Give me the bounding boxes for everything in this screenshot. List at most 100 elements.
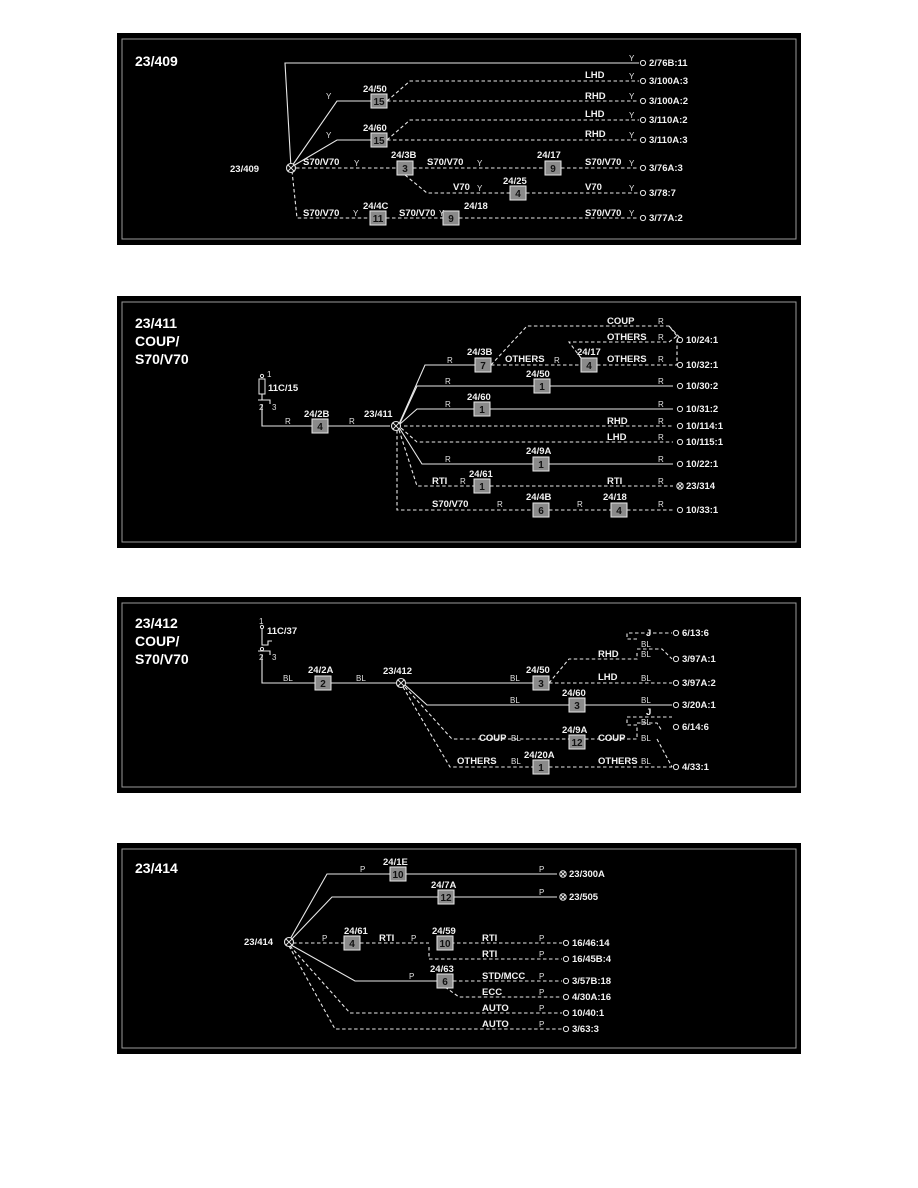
svg-text:11C/15: 11C/15 xyxy=(268,383,299,394)
svg-text:Y: Y xyxy=(629,131,635,140)
svg-text:R: R xyxy=(658,455,664,464)
svg-text:24/61: 24/61 xyxy=(469,469,493,480)
svg-text:4/30A:16: 4/30A:16 xyxy=(572,992,611,1003)
svg-text:Y: Y xyxy=(629,111,635,120)
svg-text:RHD: RHD xyxy=(607,416,628,427)
svg-text:4: 4 xyxy=(349,939,355,950)
svg-text:S70/V70: S70/V70 xyxy=(432,499,468,510)
svg-text:P: P xyxy=(539,1004,544,1013)
svg-text:10: 10 xyxy=(392,870,404,881)
box-24-1E: 24/1E 10 xyxy=(383,857,408,882)
diagram-panel-23-411: 23/411 COUP/ S70/V70 1 11C/15 2 3 23/411… xyxy=(117,296,801,548)
switch-11C-37: 1 11C/37 2 3 xyxy=(258,617,297,662)
svg-text:Y: Y xyxy=(629,72,635,81)
svg-text:24/4B: 24/4B xyxy=(526,492,551,503)
svg-text:10/24:1: 10/24:1 xyxy=(686,335,719,346)
svg-text:BL: BL xyxy=(641,674,651,683)
svg-text:OTHERS: OTHERS xyxy=(457,756,497,767)
svg-text:23/505: 23/505 xyxy=(569,892,599,903)
svg-text:4: 4 xyxy=(515,189,521,200)
svg-text:STD/MCC: STD/MCC xyxy=(482,971,525,982)
svg-text:11: 11 xyxy=(373,214,384,225)
svg-text:10/22:1: 10/22:1 xyxy=(686,459,719,470)
svg-text:4/33:1: 4/33:1 xyxy=(682,762,710,773)
svg-text:V70: V70 xyxy=(585,182,602,193)
svg-text:BL: BL xyxy=(511,734,521,743)
svg-text:10/115:1: 10/115:1 xyxy=(686,437,724,448)
svg-text:6/13:6: 6/13:6 xyxy=(682,628,709,639)
box-24-61: 24/61 1 xyxy=(469,469,493,494)
svg-text:BL: BL xyxy=(641,640,651,649)
svg-text:10/32:1: 10/32:1 xyxy=(686,360,719,371)
svg-text:24/4C: 24/4C xyxy=(363,201,388,212)
svg-text:R: R xyxy=(577,500,583,509)
svg-text:10/40:1: 10/40:1 xyxy=(572,1008,605,1019)
svg-text:P: P xyxy=(539,988,544,997)
box-24-3B: 24/3B 3 xyxy=(391,150,416,176)
svg-text:S70/V70: S70/V70 xyxy=(585,157,621,168)
box-24-4C: 24/4C 11 xyxy=(363,201,388,226)
svg-text:BL: BL xyxy=(511,757,521,766)
svg-text:LHD: LHD xyxy=(585,70,605,81)
svg-text:Y: Y xyxy=(477,159,483,168)
svg-text:Y: Y xyxy=(629,184,635,193)
svg-text:R: R xyxy=(460,477,466,486)
svg-text:24/7A: 24/7A xyxy=(431,880,456,891)
svg-text:V70: V70 xyxy=(453,182,470,193)
box-24-25: 24/25 4 xyxy=(503,176,527,201)
svg-text:Y: Y xyxy=(477,184,483,193)
svg-text:Y: Y xyxy=(354,159,360,168)
junction-node-label: 23/409 xyxy=(230,164,259,175)
box-24-3B: 24/3B 7 xyxy=(467,347,492,373)
svg-text:24/2A: 24/2A xyxy=(308,665,333,676)
svg-text:COUP/: COUP/ xyxy=(135,633,179,649)
svg-text:RTI: RTI xyxy=(482,949,497,960)
svg-text:24/59: 24/59 xyxy=(432,926,456,937)
svg-text:16/46:14: 16/46:14 xyxy=(572,938,610,949)
svg-text:Y: Y xyxy=(629,92,635,101)
svg-text:Y: Y xyxy=(353,209,359,218)
svg-text:BL: BL xyxy=(641,757,651,766)
panel-title: 23/409 xyxy=(135,53,178,69)
svg-text:12: 12 xyxy=(440,893,452,904)
panel-title: 23/414 xyxy=(135,860,178,876)
svg-text:S70/V70: S70/V70 xyxy=(303,157,339,168)
svg-text:R: R xyxy=(285,417,291,426)
diagram-panel-23-414: 23/414 23/414 24/1E 10 24/7A 12 24/61 4 … xyxy=(117,843,801,1054)
box-24-50: 24/50 3 xyxy=(526,665,550,691)
svg-text:7: 7 xyxy=(480,361,486,372)
svg-text:BL: BL xyxy=(510,674,520,683)
svg-text:S70/V70: S70/V70 xyxy=(135,351,189,367)
svg-text:R: R xyxy=(658,477,664,486)
svg-text:3: 3 xyxy=(272,653,277,662)
svg-text:J: J xyxy=(646,628,651,639)
svg-text:R: R xyxy=(445,455,451,464)
svg-text:P: P xyxy=(411,934,416,943)
svg-text:3/20A:1: 3/20A:1 xyxy=(682,700,717,711)
box-24-2A: 24/2A 2 xyxy=(308,665,333,691)
box-24-2B: 24/2B 4 xyxy=(304,409,329,434)
terminal-list: 2/76B:11 3/100A:3 3/100A:2 3/110A:2 3/11… xyxy=(639,58,688,224)
box-24-18: 24/18 9 xyxy=(442,201,488,226)
svg-text:BL: BL xyxy=(356,674,366,683)
svg-text:4: 4 xyxy=(317,422,323,433)
svg-text:3/110A:2: 3/110A:2 xyxy=(649,115,688,126)
svg-text:1: 1 xyxy=(267,370,272,379)
svg-text:3: 3 xyxy=(272,403,277,412)
box-24-9A: 24/9A 1 xyxy=(526,446,551,472)
svg-text:6/14:6: 6/14:6 xyxy=(682,722,709,733)
box-24-17: 24/17 9 xyxy=(537,150,562,176)
svg-text:Y: Y xyxy=(629,209,635,218)
svg-text:3/110A:3: 3/110A:3 xyxy=(649,135,688,146)
svg-text:R: R xyxy=(497,500,503,509)
svg-text:P: P xyxy=(539,950,544,959)
svg-text:6: 6 xyxy=(538,506,544,517)
svg-text:2/76B:11: 2/76B:11 xyxy=(649,58,688,69)
svg-text:24/50: 24/50 xyxy=(526,665,550,676)
svg-text:BL: BL xyxy=(641,696,651,705)
svg-text:4: 4 xyxy=(616,506,622,517)
svg-text:Y: Y xyxy=(326,92,332,101)
junction-node-label: 23/414 xyxy=(244,937,274,948)
svg-text:R: R xyxy=(349,417,355,426)
svg-text:P: P xyxy=(539,972,544,981)
